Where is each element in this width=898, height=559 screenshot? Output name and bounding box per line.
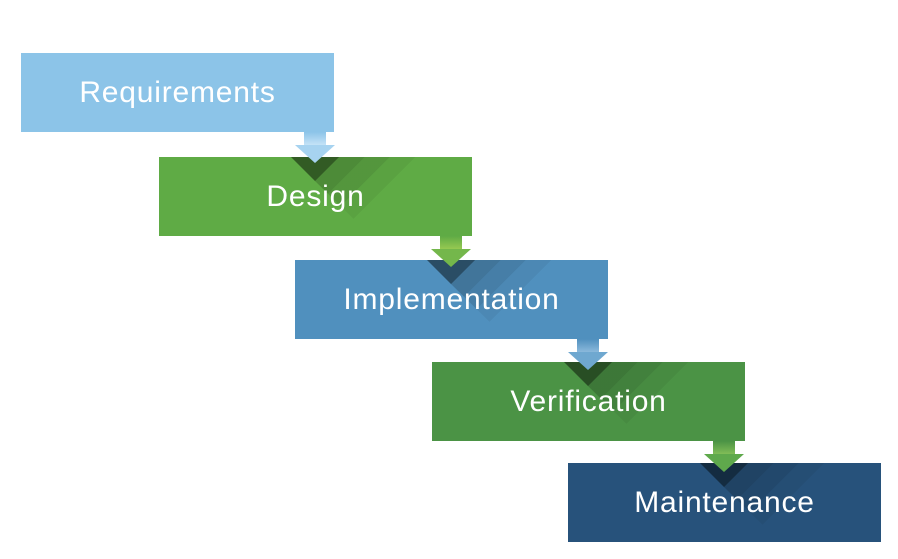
arrow-entry-notch — [700, 463, 748, 487]
stage-box-requirements: Requirements — [21, 53, 334, 132]
arrow-stem — [440, 236, 462, 250]
stage-label: Verification — [510, 384, 667, 418]
arrow-stem — [577, 339, 599, 353]
arrow-stem — [304, 132, 326, 146]
stage-box-design: Design — [159, 157, 472, 236]
stage-label: Implementation — [343, 282, 560, 316]
stage-label: Design — [266, 179, 365, 213]
stage-box-implementation: Implementation — [295, 260, 608, 339]
stage-label: Requirements — [79, 75, 276, 109]
stage-box-maintenance: Maintenance — [568, 463, 881, 542]
arrow-entry-notch — [427, 260, 475, 284]
arrow-stem — [713, 441, 735, 455]
stage-label: Maintenance — [634, 485, 815, 519]
arrow-entry-notch — [564, 362, 612, 386]
stage-box-verification: Verification — [432, 362, 745, 441]
arrow-entry-notch — [291, 157, 339, 181]
